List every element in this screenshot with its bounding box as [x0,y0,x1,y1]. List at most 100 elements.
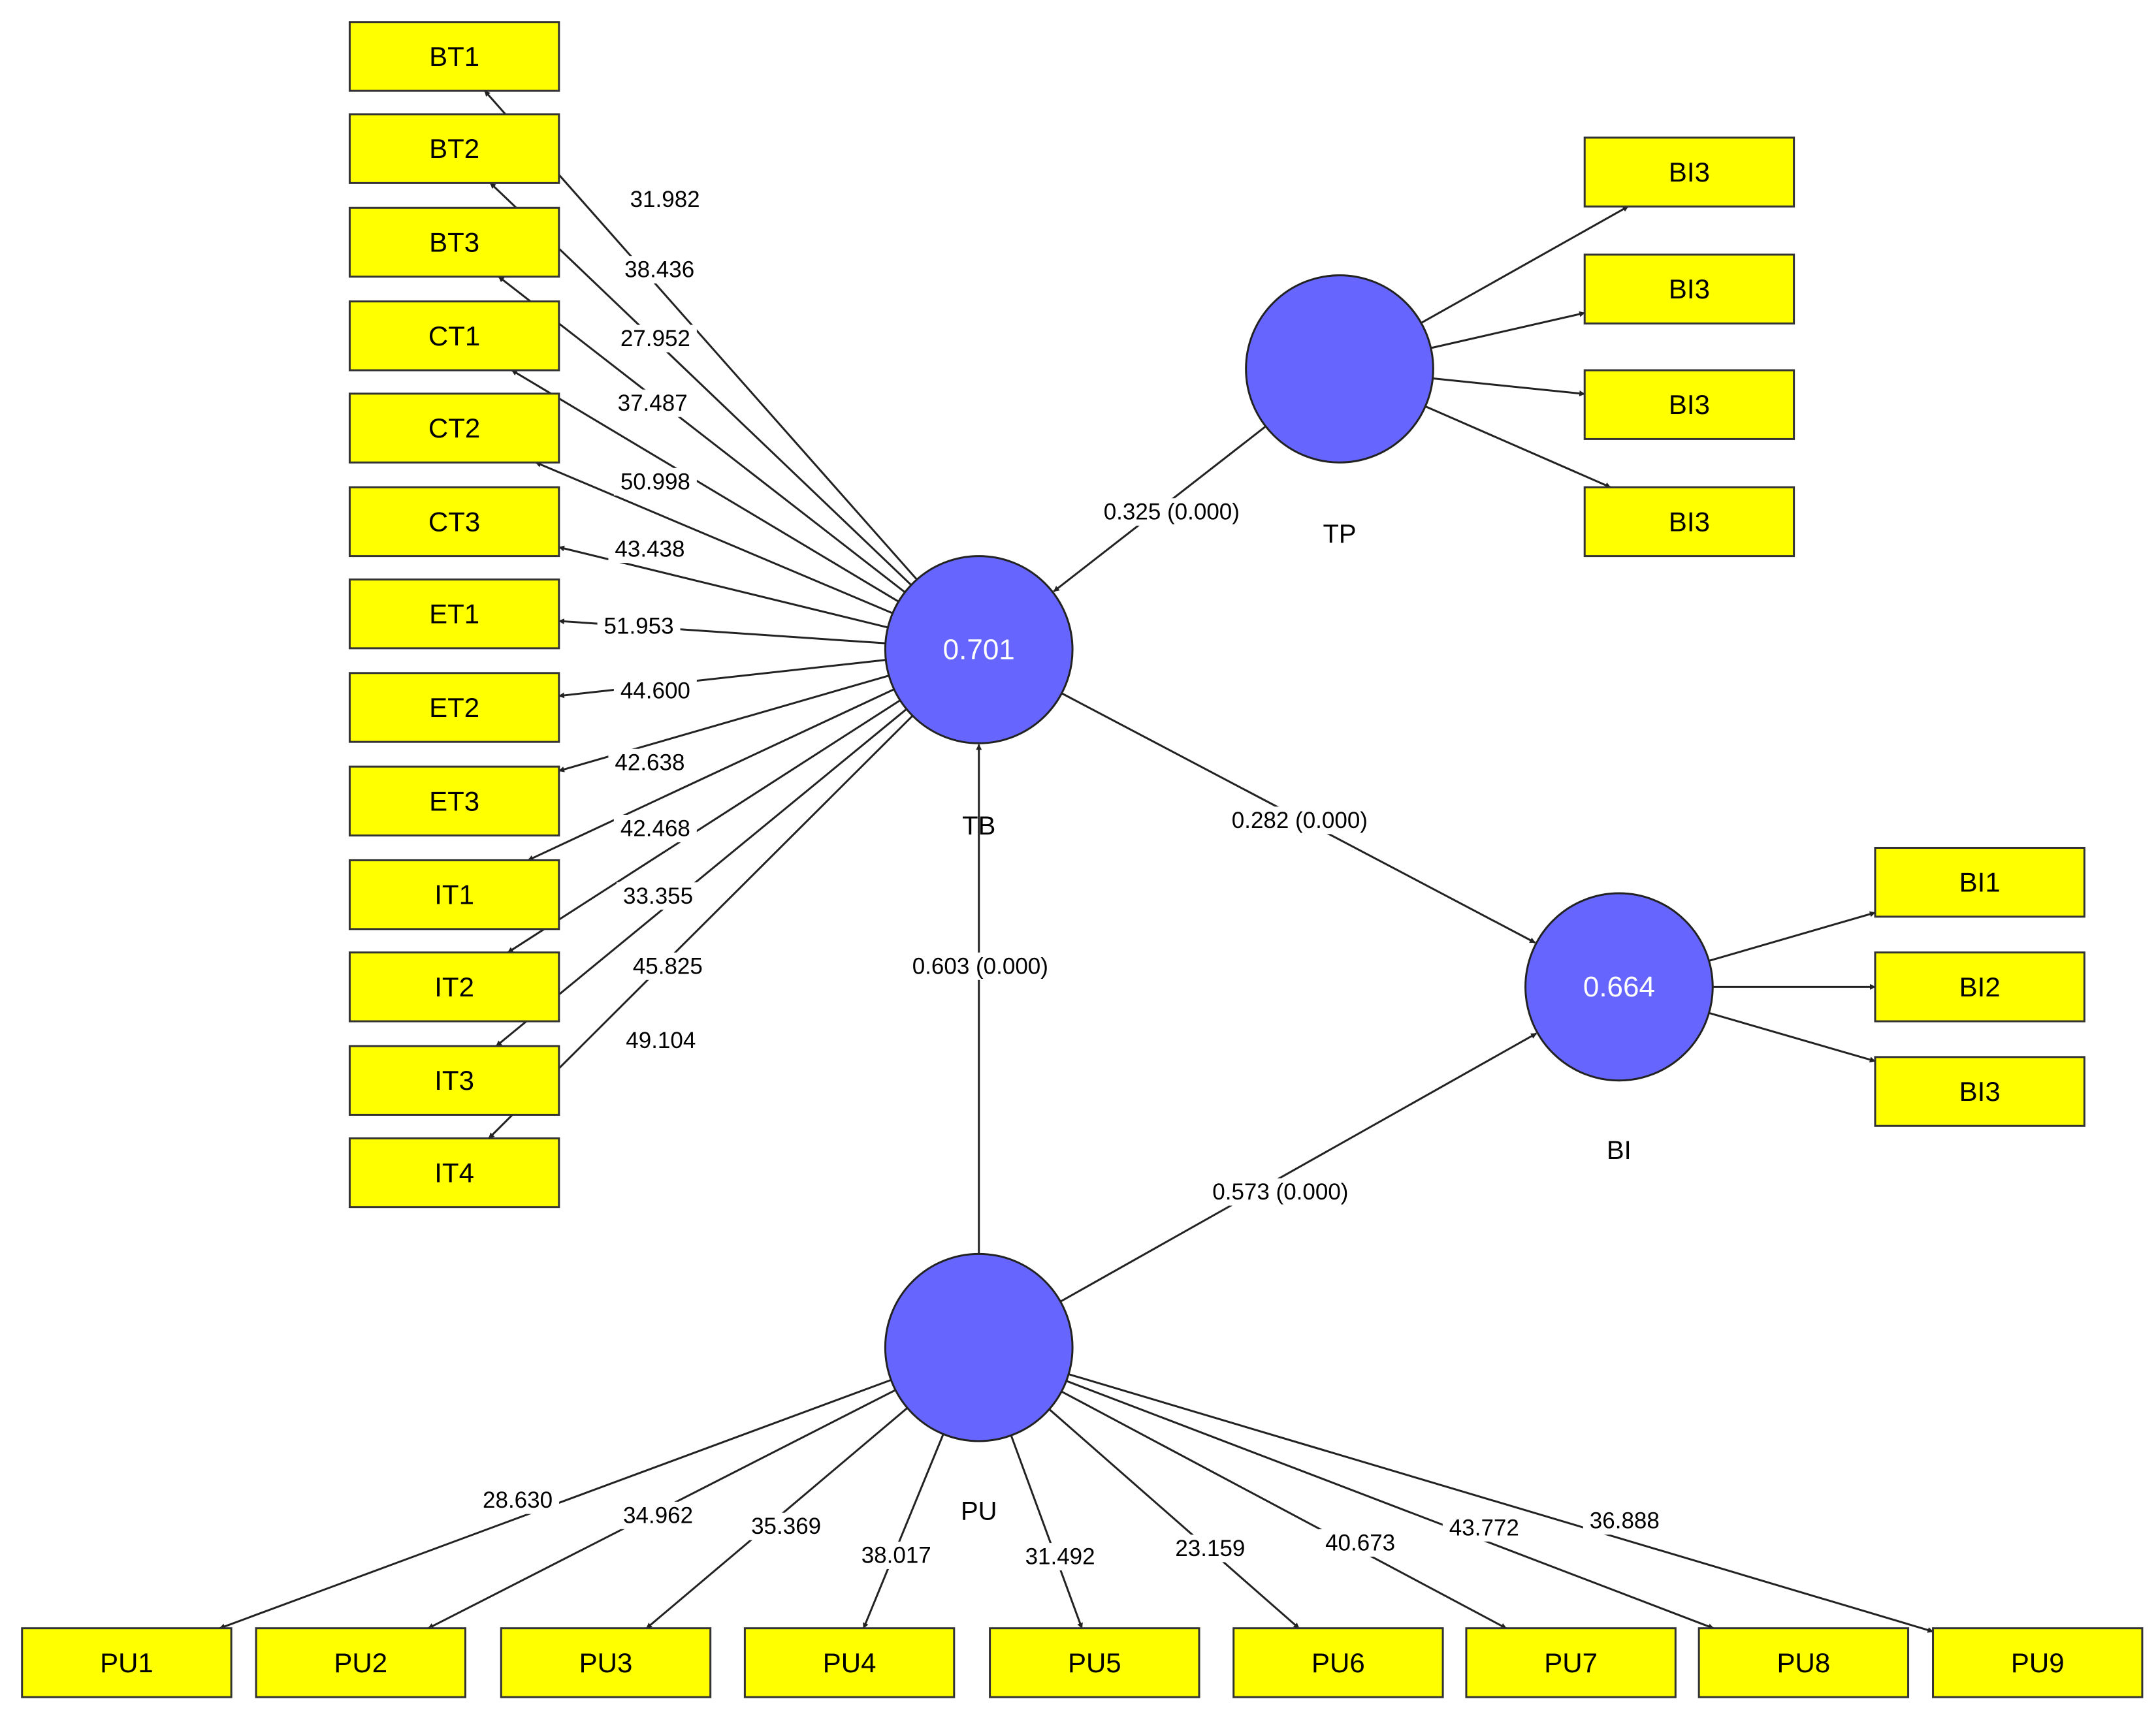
indicator-bi1: BI1 [1874,846,2085,918]
loading-tb-to-it1 [527,688,895,861]
indicator-bt2: BT2 [348,113,560,184]
edge-label-bg-PU-PU2 [617,1501,700,1529]
indicator-label: BI3 [1669,157,1710,187]
path-pu-to-bi [1059,1032,1537,1303]
indicator-label: PU8 [1777,1647,1831,1678]
indicator-et2: ET2 [348,672,560,743]
edge-labels-layer: 0.325 (0.000)0.282 (0.000)0.603 (0.000)0… [476,185,1666,1571]
indicator-label: IT4 [434,1157,474,1188]
indicator-box [348,1045,560,1116]
construct-pu: PU [884,1252,1074,1525]
construct-name: TB [962,812,995,840]
edge-label-TB-ET2: 44.600 [620,678,690,704]
edge-label-bg-PU-PU1 [476,1486,560,1514]
edge-label-bg-TB-CT2 [613,468,697,496]
indicator-box [1583,369,1795,440]
indicator-ct1: CT1 [348,300,560,372]
loading-tb-to-it3 [495,708,907,1047]
edge-label-TB-IT2: 33.355 [623,883,693,909]
edge-label-bg-TB-BI [1214,806,1386,834]
indicator-label: CT1 [428,321,480,351]
loading-pu-to-pu6 [1048,1408,1300,1629]
edge-label-bg-TB-CT3 [608,535,692,564]
indicator-box [1932,1627,2144,1698]
indicator-pu8: PU8 [1697,1627,1910,1698]
edge-label-bg-TP-TB [1086,498,1258,526]
indicator-box [348,951,560,1023]
edge-label-bg-PU-BI [1194,1178,1367,1206]
construct-circle [884,1252,1074,1442]
indicator-tpa: BI3 [1583,136,1795,208]
indicator-pu1: PU1 [21,1627,233,1698]
edge-label-bg-PU-PU7 [1319,1529,1402,1557]
indicator-et3: ET3 [348,765,560,837]
edge-label-bg-TB-CT1 [611,389,694,417]
edge-label-PU-TB: 0.603 (0.000) [912,953,1048,979]
edge-label-PU-BI: 0.573 (0.000) [1212,1179,1348,1205]
edge-label-PU-PU4: 38.017 [861,1542,931,1568]
indicator-it3: IT3 [348,1045,560,1116]
loading-pu-to-pu9 [1068,1373,1934,1633]
indicator-bt3: BT3 [348,206,560,278]
edge-label-bg-TB-IT4 [619,1026,703,1055]
indicator-label: CT2 [428,413,480,443]
edge-label-TB-ET3: 42.638 [615,750,684,775]
edge-label-bg-TB-ET3 [608,748,692,776]
indicator-box [348,300,560,372]
edge-label-TB-IT1: 42.468 [620,816,690,841]
indicator-label: PU4 [823,1647,877,1678]
indicator-box [989,1627,1200,1698]
edge-label-TB-IT3: 45.825 [633,953,703,979]
indicator-et1: ET1 [348,578,560,650]
loading-tb-to-bt2 [489,182,912,586]
edge-label-TB-ET1: 51.953 [604,614,674,639]
indicator-ct3: CT3 [348,486,560,558]
indicator-pu4: PU4 [743,1627,956,1698]
indicator-bi3: BI3 [1874,1056,2085,1127]
edge-label-TB-BT2: 38.436 [624,257,694,283]
indicator-bt1: BT1 [348,21,560,92]
indicators-layer: BT1BT2BT3CT1CT2CT3ET1ET2ET3IT1IT2IT3IT4B… [21,21,2144,1698]
indicator-box [21,1627,233,1698]
indicator-it1: IT1 [348,859,560,930]
construct-circle [1524,892,1714,1082]
indicator-box [1465,1627,1677,1698]
indicator-label: PU6 [1311,1647,1365,1678]
indicator-label: PU3 [579,1647,633,1678]
edge-label-TB-CT1: 37.487 [618,390,688,416]
indicator-label: BI3 [1669,506,1710,537]
edge-label-bg-TB-BT1 [623,185,707,214]
indicator-box [348,672,560,743]
indicator-label: PU1 [100,1647,153,1678]
edge-label-TB-BI: 0.282 (0.000) [1232,808,1368,833]
construct-r-squared: 0.664 [1583,971,1655,1003]
indicator-tpd: BI3 [1583,486,1795,558]
construct-circle [1245,274,1434,464]
indicator-box [1232,1627,1444,1698]
edge-label-bg-PU-PU4 [854,1541,938,1569]
indicator-box [348,765,560,837]
edge-label-bg-PU-PU5 [1018,1543,1102,1571]
loading-bi-to-bi1 [1709,911,1876,962]
indicator-box [1583,486,1795,558]
edge-label-TB-CT3: 43.438 [615,537,684,562]
edge-label-bg-PU-TB [894,952,1067,980]
loading-tb-to-et2 [558,659,886,699]
loading-tb-to-it2 [507,699,901,953]
loading-pu-to-pu5 [1010,1435,1083,1629]
indicator-pu7: PU7 [1465,1627,1677,1698]
indicator-box [348,206,560,278]
edge-label-bg-PU-PU8 [1442,1514,1526,1542]
indicator-box [743,1627,956,1698]
indicator-tpb: BI3 [1583,253,1795,325]
indicator-box [1874,1056,2085,1127]
indicator-label: ET1 [429,599,479,629]
edge-label-PU-PU9: 36.888 [1590,1508,1660,1534]
indicator-it4: IT4 [348,1137,560,1209]
indicator-pu5: PU5 [989,1627,1200,1698]
indicator-box [348,1137,560,1209]
indicator-label: BI1 [1959,867,2001,898]
